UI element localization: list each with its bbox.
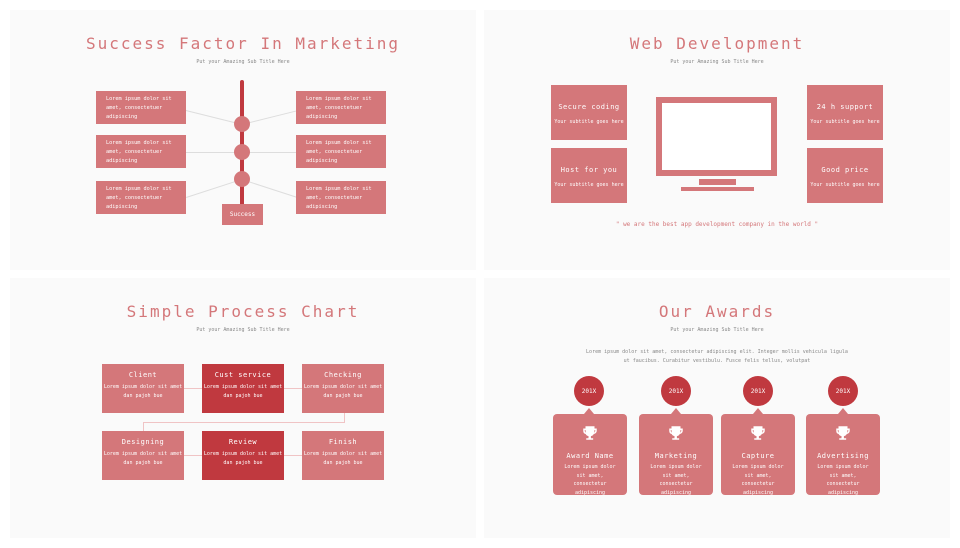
slide-subtitle: Put your Amazing Sub Title Here: [670, 327, 764, 333]
feature-title: Host for you: [560, 166, 618, 174]
award-year: 201X: [668, 387, 684, 395]
chain-icon: [240, 80, 244, 206]
slide-process-chart[interactable]: Simple Process Chart Put your Amazing Su…: [10, 278, 476, 538]
step-text: Lorem ipsum dolor sit amet dan pajoh bue: [203, 384, 283, 399]
feature-subtitle: Your subtitle goes here: [810, 119, 880, 125]
connector: [184, 388, 202, 389]
slide-title: Our Awards: [658, 302, 776, 321]
step-text: Lorem ipsum dolor sit amet dan pajoh bue: [103, 451, 183, 466]
intro-text: Lorem ipsum dolor sit amet, consectetur …: [586, 349, 848, 364]
trophy-icon: [669, 426, 683, 440]
feature-subtitle: Your subtitle goes here: [554, 119, 624, 125]
award-text: Lorem ipsum dolor sit amet, consectetur …: [564, 464, 616, 496]
award-year-badge: 201X: [574, 376, 604, 406]
award-card: Marketing Lorem ipsum dolor sit amet, co…: [639, 414, 713, 496]
feature-title: 24 h support: [816, 103, 874, 111]
step-title: Review: [228, 438, 258, 446]
feature-subtitle: Your subtitle goes here: [810, 182, 880, 188]
connector: [184, 455, 202, 456]
monitor-base: [681, 187, 754, 191]
connector: [241, 179, 298, 198]
trophy-icon: [583, 426, 597, 440]
step-title: Cust service: [214, 371, 272, 379]
award-year: 201X: [835, 387, 851, 395]
connector: [284, 388, 302, 389]
award-text: Lorem ipsum dolor sit amet, consectetur …: [817, 464, 869, 496]
trophy-icon: [836, 426, 850, 440]
factor-box: Lorem ipsum dolor sit amet, consectetuer…: [296, 181, 386, 214]
slide-title: Web Development: [629, 34, 805, 53]
factor-box: Lorem ipsum dolor sit amet, consectetuer…: [96, 181, 186, 214]
slide-subtitle: Put your Amazing Sub Title Here: [670, 59, 764, 65]
slide-subtitle: Put your Amazing Sub Title Here: [196, 327, 290, 333]
monitor-stand: [699, 179, 736, 185]
award-name: Marketing: [654, 452, 698, 460]
pointer-triangle: [584, 408, 594, 414]
connector: [242, 110, 297, 125]
award-card: Capture Lorem ipsum dolor sit amet, cons…: [721, 414, 795, 496]
monitor-icon: [656, 97, 777, 176]
step-title: Finish: [328, 438, 358, 446]
step-title: Designing: [121, 438, 165, 446]
pointer-triangle: [753, 408, 763, 414]
node-circle: [234, 171, 250, 187]
step-text: Lorem ipsum dolor sit amet dan pajoh bue: [303, 451, 383, 466]
connector: [186, 152, 242, 153]
award-card: Advertising Lorem ipsum dolor sit amet, …: [806, 414, 880, 496]
connector: [284, 455, 302, 456]
connector: [186, 179, 242, 198]
slide-web-development[interactable]: Web Development Put your Amazing Sub Tit…: [484, 10, 950, 270]
factor-box: Lorem ipsum dolor sit amet, consectetuer…: [296, 91, 386, 124]
step-text: Lorem ipsum dolor sit amet dan pajoh bue: [203, 451, 283, 466]
node-circle: [234, 144, 250, 160]
step-text: Lorem ipsum dolor sit amet dan pajoh bue: [303, 384, 383, 399]
slide-success-factor[interactable]: Success Factor In Marketing Put your Ama…: [10, 10, 476, 270]
slide-title: Success Factor In Marketing: [85, 34, 401, 53]
feature-title: Good price: [821, 166, 869, 174]
step-title: Client: [128, 371, 158, 379]
award-text: Lorem ipsum dolor sit amet, consectetur …: [732, 464, 784, 496]
feature-subtitle: Your subtitle goes here: [554, 182, 624, 188]
award-card: Award Name Lorem ipsum dolor sit amet, c…: [553, 414, 627, 496]
quote: " we are the best app development compan…: [615, 221, 819, 228]
step-title: Checking: [324, 371, 362, 379]
success-box: Success: [222, 204, 263, 225]
step-text: Lorem ipsum dolor sit amet dan pajoh bue: [103, 384, 183, 399]
trophy-icon: [751, 426, 765, 440]
connector: [143, 422, 345, 423]
award-year-badge: 201X: [743, 376, 773, 406]
award-year-badge: 201X: [661, 376, 691, 406]
feature-title: Secure coding: [558, 103, 620, 111]
connector: [242, 152, 298, 153]
slide-title: Simple Process Chart: [126, 302, 360, 321]
pointer-triangle: [671, 408, 681, 414]
node-circle: [234, 116, 250, 132]
award-name: Advertising: [817, 452, 869, 460]
factor-box: Lorem ipsum dolor sit amet, consectetuer…: [296, 135, 386, 168]
award-text: Lorem ipsum dolor sit amet, consectetur …: [650, 464, 702, 496]
award-name: Capture: [741, 452, 775, 460]
factor-box: Lorem ipsum dolor sit amet, consectetuer…: [96, 135, 186, 168]
award-name: Award Name: [566, 452, 614, 460]
award-year-badge: 201X: [828, 376, 858, 406]
award-year: 201X: [581, 387, 597, 395]
slide-awards[interactable]: Our Awards Put your Amazing Sub Title He…: [484, 278, 950, 538]
factor-box: Lorem ipsum dolor sit amet, consectetuer…: [96, 91, 186, 124]
slide-subtitle: Put your Amazing Sub Title Here: [196, 59, 290, 65]
connector: [143, 422, 144, 431]
pointer-triangle: [838, 408, 848, 414]
award-year: 201X: [750, 387, 766, 395]
connector: [344, 413, 345, 422]
